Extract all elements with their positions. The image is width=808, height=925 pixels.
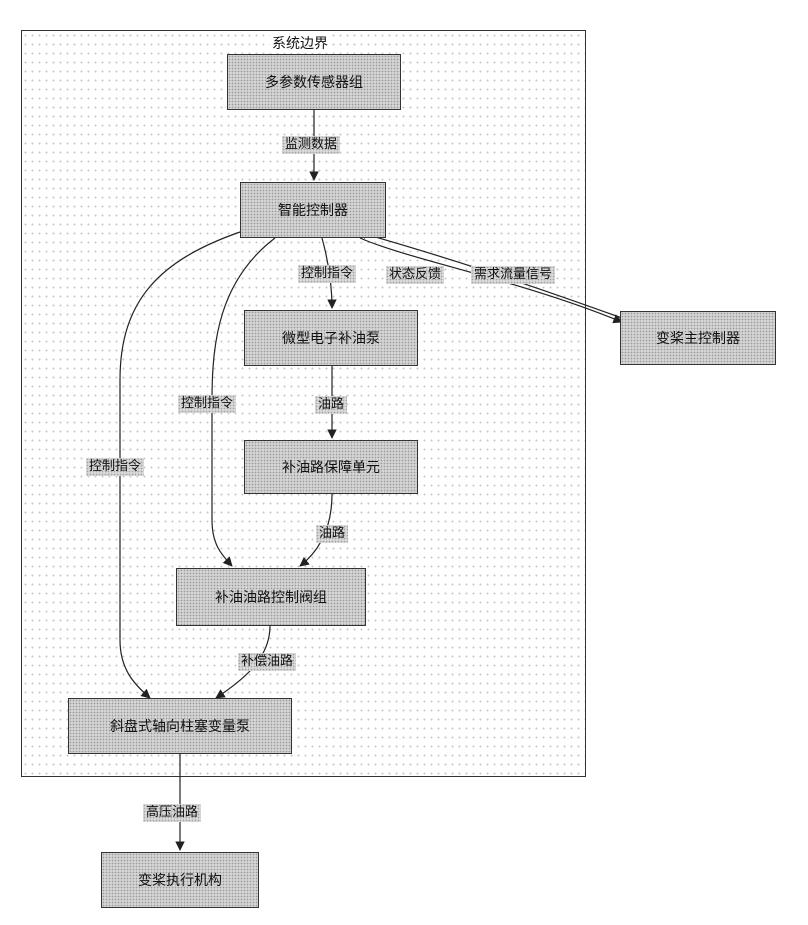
edge-label-oil-1: 油路 bbox=[315, 396, 347, 414]
edge-label-status-feedback: 状态反馈 bbox=[386, 266, 444, 284]
node-guard-unit: 补油路保障单元 bbox=[244, 440, 418, 494]
edge-label-ctrl-cmd-3: 控制指令 bbox=[86, 458, 144, 476]
node-main-pump: 斜盘式轴向柱塞变量泵 bbox=[68, 698, 292, 754]
node-controller: 智能控制器 bbox=[240, 182, 386, 238]
edge-label-comp-oil: 补偿油路 bbox=[238, 653, 296, 671]
edge-label-flow-demand: 需求流量信号 bbox=[471, 266, 555, 284]
edge-label-ctrl-cmd-1: 控制指令 bbox=[298, 265, 356, 283]
node-actuator: 变桨执行机构 bbox=[101, 852, 259, 908]
node-valve-group: 补油油路控制阀组 bbox=[176, 568, 366, 626]
node-sensors: 多参数传感器组 bbox=[227, 54, 401, 110]
node-pump-micro: 微型电子补油泵 bbox=[244, 310, 418, 366]
node-main-ctrl: 变桨主控制器 bbox=[620, 311, 776, 365]
edge-label-monitor-data: 监测数据 bbox=[282, 136, 340, 154]
edge-label-oil-2: 油路 bbox=[316, 525, 348, 543]
edge-label-hp-oil: 高压油路 bbox=[143, 804, 201, 822]
edge-label-ctrl-cmd-2: 控制指令 bbox=[178, 395, 236, 413]
